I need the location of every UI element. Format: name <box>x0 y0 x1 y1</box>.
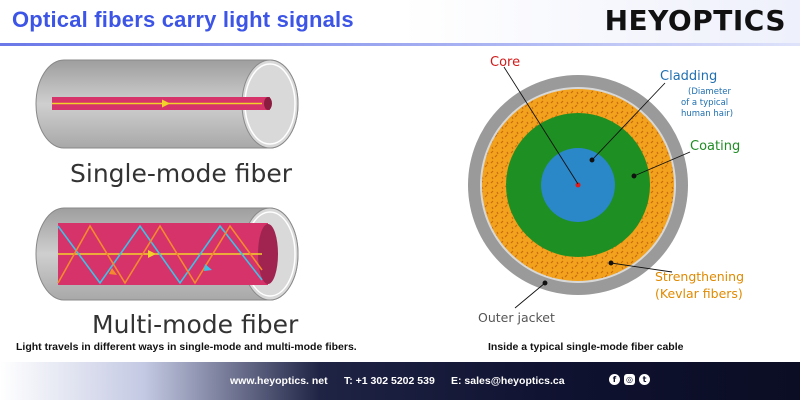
multi-mode-fiber <box>35 207 299 301</box>
leader-lines <box>503 66 691 309</box>
facebook-icon[interactable]: f <box>609 374 620 385</box>
label-strengthening-1: Strengthening <box>655 269 744 284</box>
single-mode-label: Single-mode fiber <box>70 159 293 188</box>
footer-bar <box>0 362 800 400</box>
footer-phone: T: +1 302 5202 539 <box>344 375 435 387</box>
multi-mode-label: Multi-mode fiber <box>92 310 299 339</box>
label-outer-jacket: Outer jacket <box>478 310 555 325</box>
label-coating: Coating <box>690 139 740 154</box>
label-cladding: Cladding <box>660 69 717 84</box>
label-cladding-note-3: human hair) <box>681 109 733 119</box>
label-cladding-note-2: of a typical <box>681 98 728 108</box>
fiber-diagram: Single-mode fiber Multi-mode fiber <box>35 55 744 339</box>
label-core: Core <box>490 55 520 70</box>
right-caption: Inside a typical single-mode fiber cable <box>488 341 684 353</box>
cable-cross-section <box>468 75 688 295</box>
multi-mode-ray-orange <box>57 224 263 285</box>
core-dot <box>575 182 581 188</box>
left-caption: Light travels in different ways in singl… <box>16 341 357 353</box>
header-bar <box>0 0 800 46</box>
header-divider <box>0 43 800 46</box>
page-title: Optical fibers carry light signals <box>12 7 354 32</box>
instagram-icon[interactable]: ◎ <box>624 374 635 385</box>
label-strengthening-2: (Kevlar fibers) <box>655 286 743 301</box>
footer-website-link[interactable]: www.heyoptics. net <box>230 375 328 387</box>
twitter-icon[interactable]: t <box>639 374 650 385</box>
label-cladding-note-1: (Diameter <box>688 87 732 97</box>
footer-email-link[interactable]: E: sales@heyoptics.ca <box>451 375 565 387</box>
brand-logo: HEYOPTICS <box>604 4 786 37</box>
multi-mode-ray-cyan <box>57 224 263 285</box>
single-mode-fiber <box>35 59 299 149</box>
